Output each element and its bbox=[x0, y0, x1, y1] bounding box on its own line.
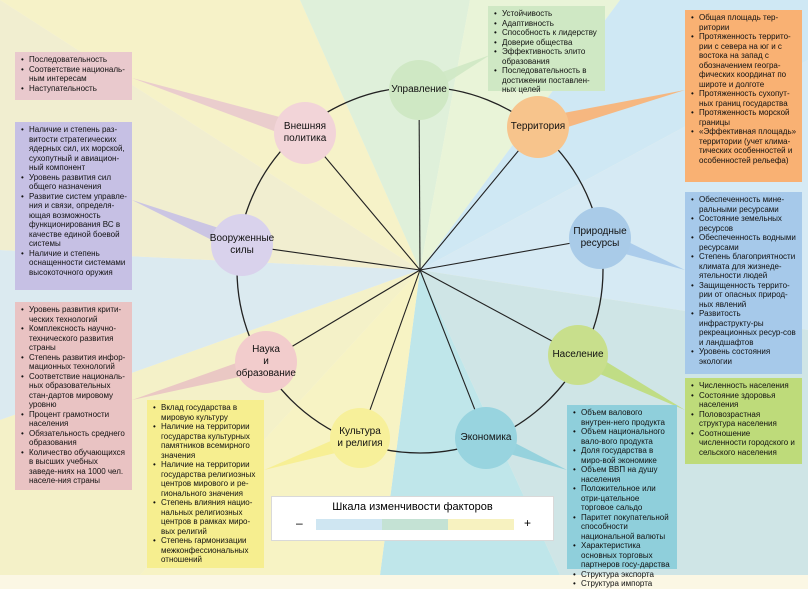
list-item: Степень развития инфор-мационных техноло… bbox=[20, 353, 127, 372]
list-item: Наличие и степень оснащенности системами… bbox=[20, 249, 127, 278]
node-science: Наука и образование bbox=[235, 331, 297, 393]
list-item: Положительное или отри-цательное торгово… bbox=[572, 484, 672, 513]
list-item: Развитость инфраструкту-ры рекреационных… bbox=[690, 309, 797, 347]
box-list-foreign: ПоследовательностьСоответствие националь… bbox=[20, 55, 127, 93]
list-item: Последовательность в достижении поставле… bbox=[493, 66, 600, 95]
list-item: Доверие общества bbox=[493, 38, 600, 48]
list-item: Структура экспорта bbox=[572, 570, 672, 580]
list-item: Объем ВВП на душу населения bbox=[572, 465, 672, 484]
list-item: Состояние земельных ресурсов bbox=[690, 214, 797, 233]
box-foreign: ПоследовательностьСоответствие националь… bbox=[15, 52, 132, 100]
list-item: Обеспеченность мине-ральными ресурсами bbox=[690, 195, 797, 214]
list-item: Структура импорта bbox=[572, 579, 672, 589]
box-list-science: Уровень развития крити-ческих технологий… bbox=[20, 305, 127, 486]
list-item: Процент грамотности населения bbox=[20, 410, 127, 429]
list-item: Устойчивость bbox=[493, 9, 600, 19]
list-item: Защищенность террито-рии от опасных прир… bbox=[690, 281, 797, 310]
connector-science bbox=[132, 353, 269, 400]
list-item: Соотношение численности городского и сел… bbox=[690, 429, 797, 458]
legend-bar-mid bbox=[382, 519, 448, 530]
list-item: Наличие на территории государства культу… bbox=[152, 422, 259, 460]
node-resources: Природные ресурсы bbox=[569, 207, 631, 269]
list-item: Уровень развития крити-ческих технологий bbox=[20, 305, 127, 324]
box-list-territory: Общая площадь тер-риторииПротяженность т… bbox=[690, 13, 797, 165]
list-item: Способность к лидерству bbox=[493, 28, 600, 38]
list-item: Характеристика основных торговых партнер… bbox=[572, 541, 672, 570]
node-army: Вооруженные силы bbox=[210, 214, 274, 276]
list-item: Обеспеченность водными ресурсами bbox=[690, 233, 797, 252]
list-item: «Эффективная площадь» территории (учет к… bbox=[690, 127, 797, 165]
list-item: Протяженность террито-рии с севера на юг… bbox=[690, 32, 797, 89]
list-item: Комплексность научно-технического развит… bbox=[20, 324, 127, 353]
box-army: Наличие и степень раз-витости стратегиче… bbox=[15, 122, 132, 290]
list-item: Развитие систем управле-ния и связи, опр… bbox=[20, 192, 127, 249]
box-list-resources: Обеспеченность мине-ральными ресурсамиСо… bbox=[690, 195, 797, 366]
legend-bar-low bbox=[316, 519, 382, 530]
list-item: Наличие и степень раз-витости стратегиче… bbox=[20, 125, 127, 173]
box-population: Численность населенияСостояние здоровья … bbox=[685, 378, 802, 464]
box-culture: Вклад государства в мировую культуруНали… bbox=[147, 400, 264, 568]
list-item: Степень влияния нацио-нальных религиозны… bbox=[152, 498, 259, 536]
node-culture: Культура и религия bbox=[330, 408, 390, 468]
box-territory: Общая площадь тер-риторииПротяженность т… bbox=[685, 10, 802, 182]
legend-bar-high bbox=[448, 519, 514, 530]
list-item: Численность населения bbox=[690, 381, 797, 391]
list-item: Соответствие националь-ных образовательн… bbox=[20, 372, 127, 410]
legend-title: Шкала изменчивости факторов bbox=[332, 501, 493, 513]
list-item: Паритет покупательной способности национ… bbox=[572, 513, 672, 542]
box-management: УстойчивостьАдаптивностьСпособность к ли… bbox=[488, 6, 605, 94]
list-item: Уровень состояния экологии bbox=[690, 347, 797, 366]
list-item: Половозрастная структура населения bbox=[690, 410, 797, 429]
box-list-economy: Объем валового внутрен-него продуктаОбъе… bbox=[572, 408, 672, 589]
node-population: Население bbox=[548, 325, 608, 385]
list-item: Обязательность среднего образования bbox=[20, 429, 127, 448]
legend-minus: – bbox=[296, 516, 303, 530]
list-item: Объем национального вало-вого продукта bbox=[572, 427, 672, 446]
node-management: Управление bbox=[389, 60, 449, 120]
list-item: Вклад государства в мировую культуру bbox=[152, 403, 259, 422]
node-economy: Экономика bbox=[455, 407, 517, 469]
list-item: Эффективность элито образования bbox=[493, 47, 600, 66]
list-item: Адаптивность bbox=[493, 19, 600, 29]
list-item: Состояние здоровья населения bbox=[690, 391, 797, 410]
list-item: Соответствие националь-ным интересам bbox=[20, 65, 127, 84]
list-item: Количество обучающихся в высших учебных … bbox=[20, 448, 127, 486]
box-list-management: УстойчивостьАдаптивностьСпособность к ли… bbox=[493, 9, 600, 95]
list-item: Наличие на территории государства религи… bbox=[152, 460, 259, 498]
box-science: Уровень развития крити-ческих технологий… bbox=[15, 302, 132, 490]
list-item: Степень благоприятности климата для жизн… bbox=[690, 252, 797, 281]
box-resources: Обеспеченность мине-ральными ресурсамиСо… bbox=[685, 192, 802, 374]
box-list-army: Наличие и степень раз-витости стратегиче… bbox=[20, 125, 127, 277]
legend-plus: + bbox=[524, 516, 532, 530]
connector-territory bbox=[535, 90, 685, 136]
list-item: Последовательность bbox=[20, 55, 127, 65]
spoke-management bbox=[418, 89, 421, 271]
list-item: Наступательность bbox=[20, 84, 127, 94]
list-item: Доля государства в миро-вой экономике bbox=[572, 446, 672, 465]
legend: Шкала изменчивости факторов – + bbox=[271, 496, 554, 541]
list-item: Протяженность сухопут-ных границ государ… bbox=[690, 89, 797, 108]
connector-foreign bbox=[132, 78, 308, 142]
node-territory: Территория bbox=[507, 96, 569, 158]
box-list-population: Численность населенияСостояние здоровья … bbox=[690, 381, 797, 457]
list-item: Объем валового внутрен-него продукта bbox=[572, 408, 672, 427]
box-economy: Объем валового внутрен-него продуктаОбъе… bbox=[567, 405, 677, 588]
list-item: Степень гармонизации межконфессиональных… bbox=[152, 536, 259, 565]
list-item: Протяженность морской границы bbox=[690, 108, 797, 127]
node-foreign: Внешняя политика bbox=[274, 102, 336, 164]
list-item: Уровень развития сил общего назначения bbox=[20, 173, 127, 192]
box-list-culture: Вклад государства в мировую культуруНали… bbox=[152, 403, 259, 565]
list-item: Общая площадь тер-ритории bbox=[690, 13, 797, 32]
